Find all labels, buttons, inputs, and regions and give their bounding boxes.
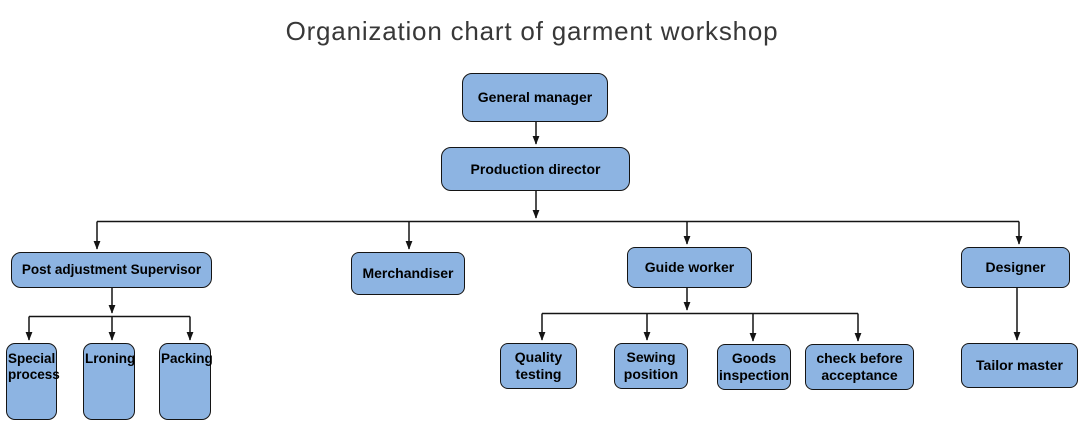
node-tailor-master: Tailor master [961,343,1078,388]
node-guide-worker: Guide worker [627,247,752,288]
node-post-adjustment-supervisor: Post adjustment Supervisor [11,252,212,288]
node-check-before-acceptance: check before acceptance [805,344,914,390]
node-general-manager: General manager [462,73,608,122]
node-lroning: Lroning [83,343,135,420]
node-sewing-position: Sewing position [614,343,688,389]
node-designer: Designer [961,247,1070,288]
connector-group [25,122,1023,342]
chart-title: Organization chart of garment workshop [285,16,779,46]
node-production-director: Production director [441,147,630,191]
node-special-process: Special process [6,343,60,420]
node-quality-testing: Quality testing [500,343,577,389]
node-goods-inspection: Goods inspection [717,344,791,390]
node-packing: Packing [159,343,213,420]
node-merchandiser: Merchandiser [351,252,465,295]
